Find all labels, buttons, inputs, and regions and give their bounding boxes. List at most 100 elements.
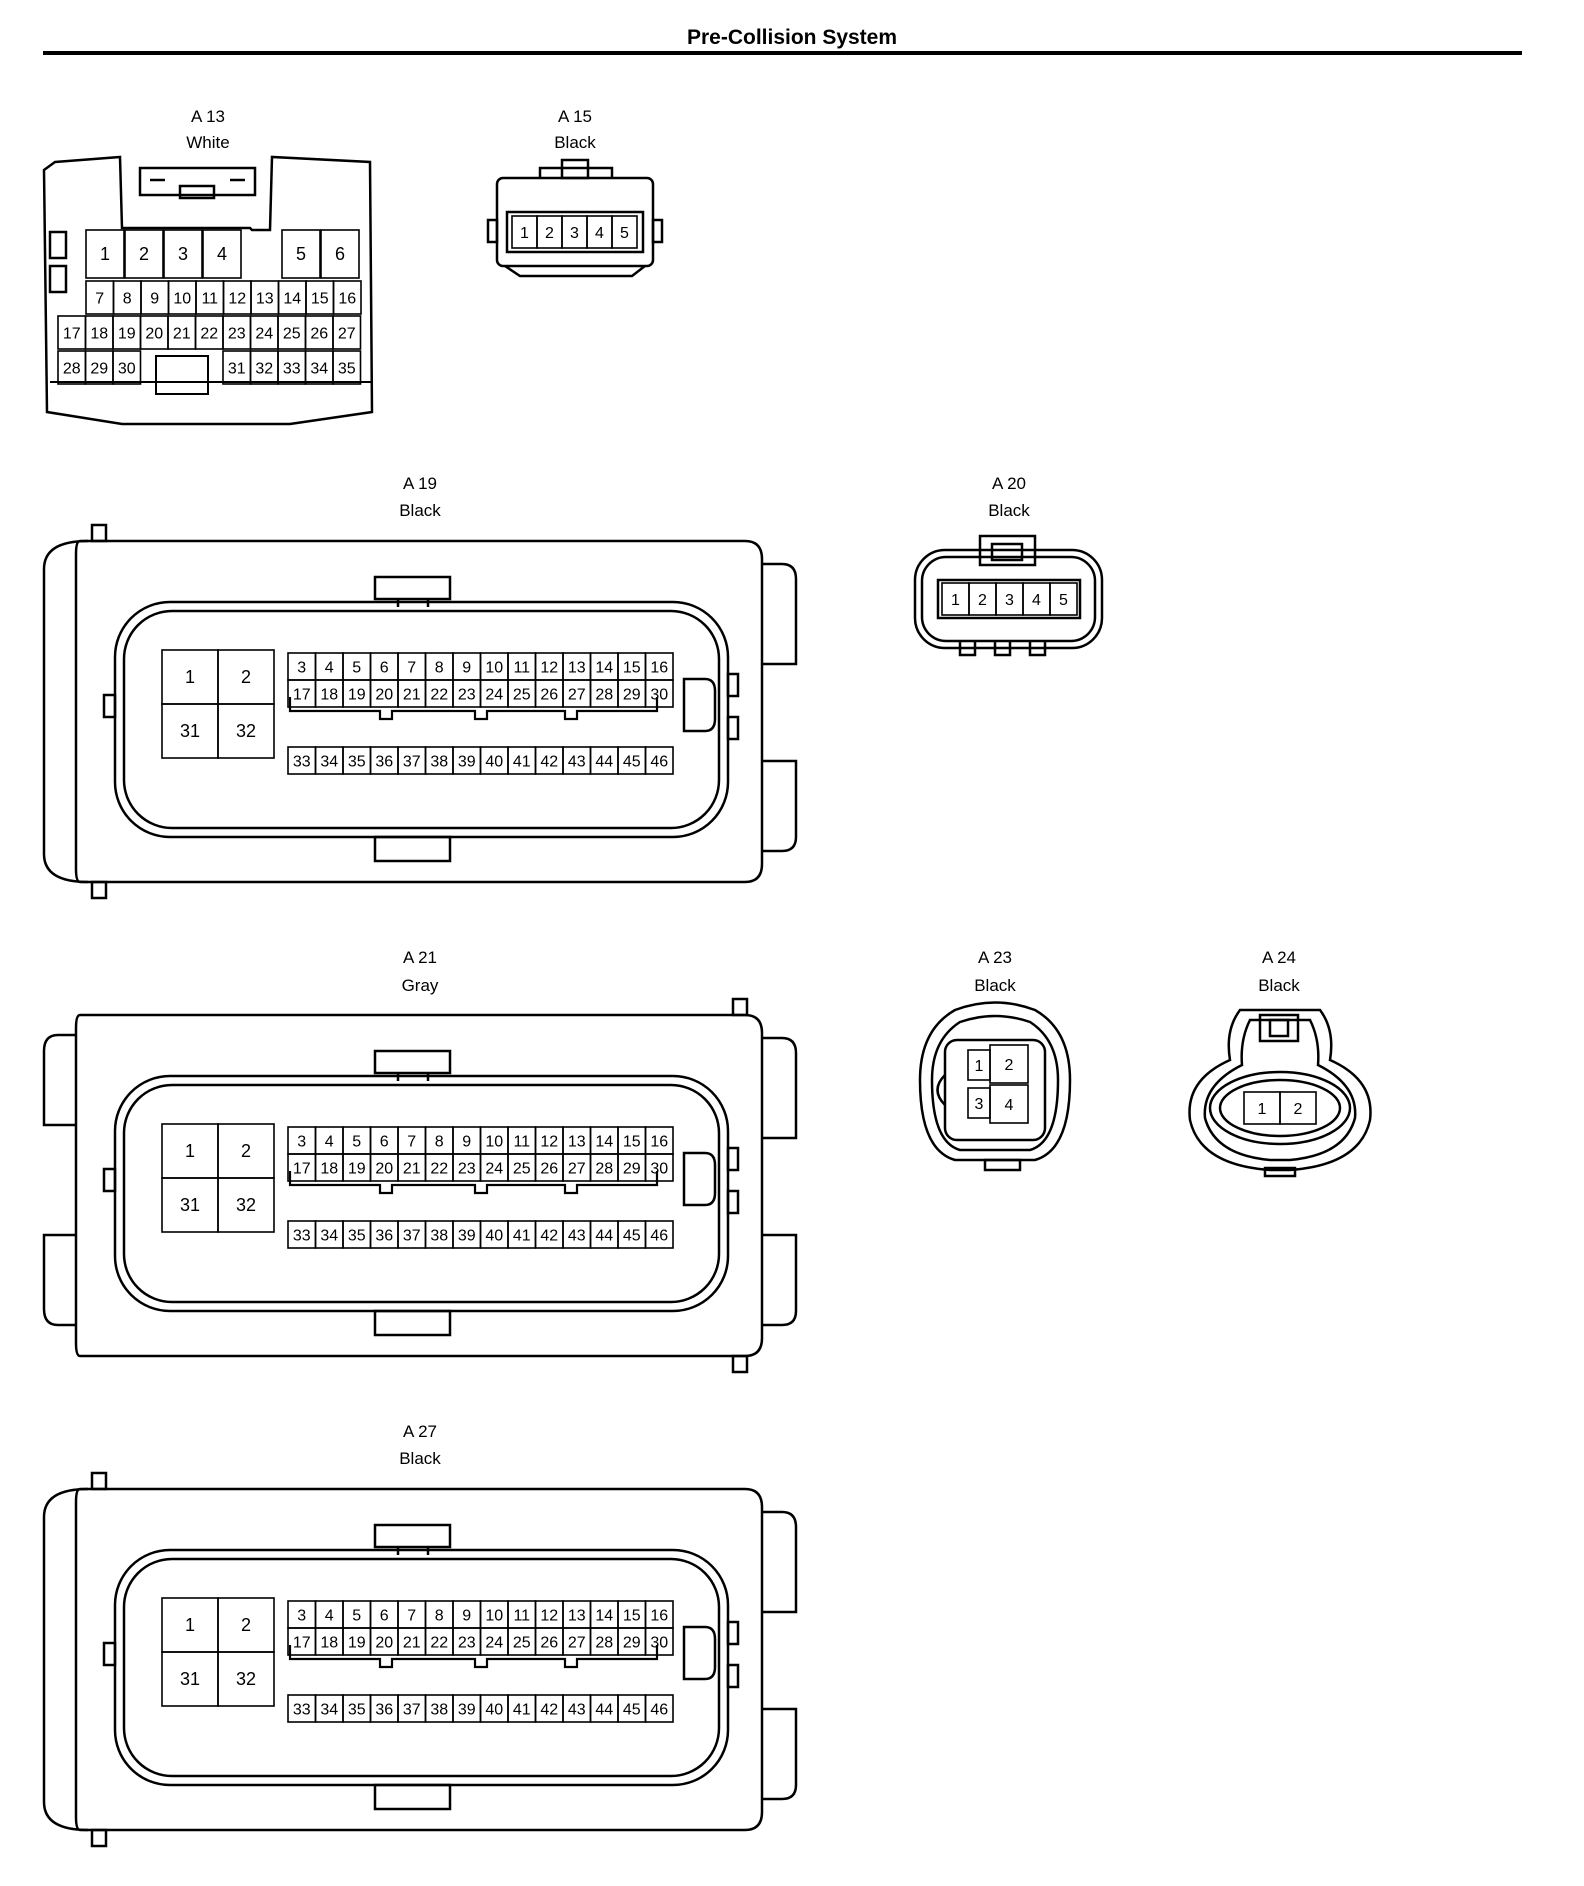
pin-label: 1 [185,1615,195,1635]
pin-label: 45 [623,1702,641,1719]
ecu-a21-pin: 24 [479,1153,509,1182]
ecu-a19-pin: 15 [617,652,647,681]
pin-label: 2 [241,667,251,687]
pin-label: 5 [296,244,306,264]
pin-label: 16 [650,1134,668,1151]
pin-label: 2 [241,1141,251,1161]
pin-label: 20 [375,1161,393,1178]
a13-pin: 7 [85,280,115,315]
ecu-a21-pin: 35 [342,1220,372,1249]
pin-label: 13 [568,1608,586,1625]
pin-label: 34 [310,361,328,378]
pin-label: 43 [568,1702,586,1719]
a13-pin: 27 [332,315,362,350]
ecu-a27-pin: 2 [217,1597,275,1653]
ecu-a27-pin: 38 [424,1694,454,1723]
ecu-a27-pin: 22 [424,1627,454,1656]
pin-label: 31 [228,361,246,378]
pin-label: 4 [325,1134,334,1151]
pin-label: 11 [201,291,218,308]
connector-a13-id: A 13 [191,107,225,126]
pin-label: 14 [595,660,613,677]
pin-label: 8 [123,291,132,308]
ecu-a19-pin: 13 [562,652,592,681]
pin-label: 1 [951,592,960,609]
pin-label: 2 [139,244,149,264]
ecu-a27-pin: 20 [369,1627,399,1656]
pin-label: 30 [650,1635,668,1652]
a13-pin: 11 [195,280,225,315]
pin-cell [644,1153,674,1182]
ecu-a19-pin: 46 [644,746,674,775]
key-bar [288,1171,659,1195]
pin-label: 30 [118,361,136,378]
pin-label: 19 [348,1161,366,1178]
pin-label: 44 [595,1702,613,1719]
ecu-a21-pin: 43 [562,1220,592,1249]
pin-label: 17 [293,687,311,704]
ecu-a19-pin: 16 [644,652,674,681]
pin-label: 21 [173,326,191,343]
a24-pin: 2 [1279,1091,1317,1125]
pin-label: 10 [485,1134,503,1151]
a13-pin: 13 [250,280,280,315]
ecu-a27-pin: 33 [287,1694,317,1723]
pin-label: 15 [623,660,641,677]
pin-label: 27 [338,326,356,343]
connector-a23-color: Black [974,976,1016,995]
connector-a13-color: White [186,133,229,152]
pin-label: 9 [150,291,159,308]
ecu-a21-pin: 12 [534,1126,564,1155]
pin-label: 32 [236,1669,256,1689]
connector-a24-color: Black [1258,976,1300,995]
connector-a27-color: Black [399,1449,441,1468]
pin-label: 34 [320,1228,338,1245]
ecu-a21-pin: 16 [644,1126,674,1155]
pin-label: 25 [513,1635,531,1652]
pin-label: 33 [283,361,301,378]
pin-label: 2 [545,225,554,242]
ecu-a21-pin: 36 [369,1220,399,1249]
title-rule [43,51,1522,55]
pin-cell [332,350,362,385]
pin-label: 22 [430,1635,448,1652]
ecu-a19-pin: 2 [217,649,275,705]
a13-pin: 14 [277,280,307,315]
a13-pin: 5 [281,229,321,279]
pin-label: 15 [623,1134,641,1151]
pin-label: 12 [540,1134,558,1151]
ecu-a27-pin: 9 [452,1600,482,1629]
ecu-a27-pin: 36 [369,1694,399,1723]
pin-label: 18 [90,326,108,343]
a15-pin: 3 [561,215,588,249]
a13-pin: 33 [277,350,307,385]
ecu-a19-pin: 28 [589,679,619,708]
pin-label: 12 [540,660,558,677]
pin-label: 2 [978,592,987,609]
ecu-a19-pin: 29 [617,679,647,708]
pin-label: 4 [217,244,227,264]
pin-label: 25 [513,687,531,704]
pin-label: 29 [623,687,641,704]
pin-label: 23 [458,687,476,704]
pin-label: 26 [540,1161,558,1178]
a13-pin: 31 [222,350,252,385]
connector-a19-color: Black [399,501,441,520]
a13-pin: 30 [112,350,142,385]
pin-label: 26 [310,326,328,343]
pin-label: 9 [462,1134,471,1151]
pin-label: 13 [568,660,586,677]
ecu-a21-pin: 40 [479,1220,509,1249]
pin-label: 1 [1258,1101,1267,1118]
pin-label: 22 [430,687,448,704]
pin-label: 15 [623,1608,641,1625]
pin-label: 2 [1005,1057,1014,1074]
ecu-a19-pin: 33 [287,746,317,775]
ecu-a19-pin: 10 [479,652,509,681]
pin-label: 2 [241,1615,251,1635]
pin-label: 1 [185,1141,195,1161]
a13-pin: 35 [332,350,362,385]
